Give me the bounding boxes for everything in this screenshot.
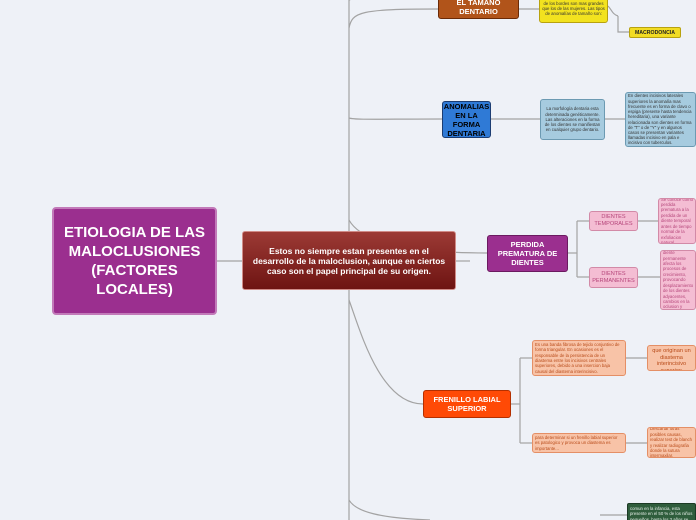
topic-anomalias-forma[interactable]: ANOMALIAS EN LA FORMA DENTARIA — [442, 101, 491, 138]
tamano-note[interactable]: de los bordes son mas grandes que los de… — [539, 0, 608, 23]
permanentes-note-text: La perdida de cualquier diente permanent… — [663, 250, 694, 310]
temporales-note[interactable]: Se conoce como perdida prematura a la pe… — [658, 198, 696, 244]
temporales-note-text: Se conoce como perdida prematura a la pe… — [661, 198, 694, 244]
succion-note-text: SUCCION DIGITAL: habito comun en la infa… — [630, 504, 693, 520]
frenillo-causes[interactable]: Otras causas que originan un diastema in… — [647, 345, 696, 371]
topic-perdida-prematura[interactable]: PERDIDA PREMATURA DE DIENTES — [487, 235, 568, 272]
frenillo-note-2[interactable]: para determinar si un frenillo labial su… — [532, 433, 626, 453]
macrodoncia-box[interactable]: MACRODONCIA — [629, 27, 681, 38]
main-idea-box[interactable]: Estos no siempre estan presentes en el d… — [242, 231, 456, 290]
permanentes-note[interactable]: La perdida de cualquier diente permanent… — [660, 250, 696, 310]
frenillo-note-2-text: para determinar si un frenillo labial su… — [535, 434, 618, 451]
dientes-temporales-box[interactable]: DIENTES TEMPORALES — [589, 211, 638, 231]
frenillo-note-3[interactable]: Descartar otras posibles causas, realiza… — [647, 427, 696, 458]
forma-detail-text: En dientes incisivos laterales superiore… — [628, 93, 692, 146]
topic-frenillo-labial[interactable]: FRENILLO LABIAL SUPERIOR — [423, 390, 511, 418]
forma-note-text: La morfología dentaria esta determinada … — [544, 106, 601, 133]
topic-frenillo-label: FRENILLO LABIAL SUPERIOR — [433, 395, 501, 413]
frenillo-note-1-text: Es una banda fibrosa de tejido conjuntiv… — [535, 341, 620, 374]
dientes-temporales-label: DIENTES TEMPORALES — [594, 214, 633, 227]
frenillo-causes-text: Otras causas que originan un diastema in… — [652, 346, 691, 370]
topic-forma-label: ANOMALIAS EN LA FORMA DENTARIA — [443, 101, 490, 138]
topic-tamano-label: EL TAMAÑO DENTARIO — [456, 0, 501, 16]
root-topic-text: ETIOLOGIA DE LAS MALOCLUSIONES (FACTORES… — [63, 224, 206, 298]
dientes-permanentes-box[interactable]: DIENTES PERMANENTES — [589, 267, 638, 288]
forma-detail[interactable]: En dientes incisivos laterales superiore… — [625, 92, 696, 147]
succion-note[interactable]: SUCCION DIGITAL: habito comun en la infa… — [627, 503, 696, 520]
forma-note[interactable]: La morfología dentaria esta determinada … — [540, 99, 605, 140]
topic-tamano-dentario[interactable]: EL TAMAÑO DENTARIO — [438, 0, 519, 19]
tamano-note-text: de los bordes son mas grandes que los de… — [542, 0, 605, 17]
frenillo-note-1[interactable]: Es una banda fibrosa de tejido conjuntiv… — [532, 340, 626, 376]
frenillo-note-3-text: Descartar otras posibles causas, realiza… — [650, 427, 693, 458]
root-topic[interactable]: ETIOLOGIA DE LAS MALOCLUSIONES (FACTORES… — [52, 207, 217, 315]
macrodoncia-label: MACRODONCIA — [634, 29, 676, 36]
main-idea-text: Estos no siempre estan presentes en el d… — [252, 245, 446, 276]
topic-perdida-label: PERDIDA PREMATURA DE DIENTES — [497, 240, 558, 267]
dientes-permanentes-label: DIENTES PERMANENTES — [592, 270, 635, 284]
